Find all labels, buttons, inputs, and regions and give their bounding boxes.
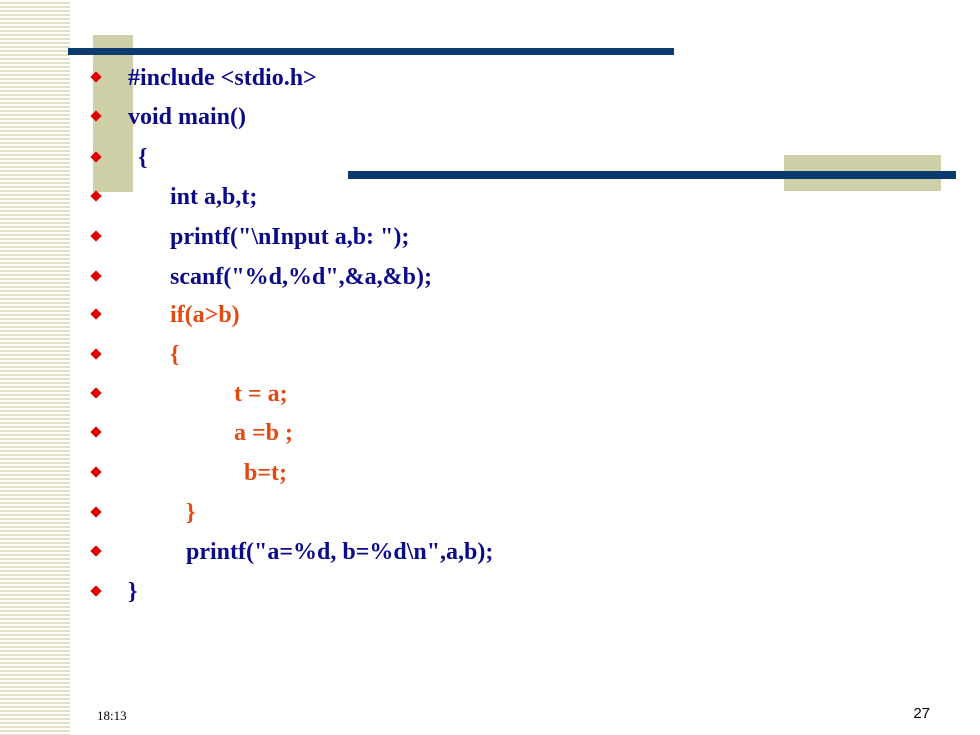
- code-line: {: [90, 141, 147, 175]
- code-line-text: printf("\nInput a,b: ");: [170, 224, 410, 250]
- code-line: void main(): [90, 100, 246, 134]
- code-line-text: {: [170, 342, 180, 368]
- diamond-bullet-icon: [90, 426, 102, 438]
- diamond-bullet-icon: [90, 270, 102, 282]
- code-line: #include <stdio.h>: [90, 61, 317, 95]
- code-line: {: [90, 338, 179, 372]
- diamond-bullet-icon: [90, 230, 102, 242]
- diamond-bullet-icon: [90, 387, 102, 399]
- code-line: }: [90, 496, 195, 530]
- diamond-bullet-icon: [90, 585, 102, 597]
- diamond-bullet-icon: [90, 506, 102, 518]
- code-line-text: }: [128, 579, 138, 605]
- code-line-text: int a,b,t;: [170, 184, 258, 210]
- code-line: a =b ;: [90, 416, 293, 450]
- code-line-text: b=t;: [244, 460, 288, 486]
- diamond-bullet-icon: [90, 308, 102, 320]
- code-line-text: void main(): [128, 104, 247, 130]
- code-line: t = a;: [90, 377, 288, 411]
- diamond-bullet-icon: [90, 466, 102, 478]
- code-line-text: if(a>b): [170, 302, 240, 328]
- code-line: if(a>b): [90, 298, 240, 332]
- blue-bar-middle: [348, 171, 956, 179]
- code-line: printf("\nInput a,b: ");: [90, 220, 409, 254]
- page-number: 27: [913, 705, 930, 722]
- code-line-text: }: [186, 500, 196, 526]
- blue-bar-top: [68, 48, 674, 55]
- code-line-text: a =b ;: [234, 420, 294, 446]
- diamond-bullet-icon: [90, 348, 102, 360]
- diamond-bullet-icon: [90, 71, 102, 83]
- code-line: }: [90, 575, 137, 609]
- code-line-text: printf("a=%d, b=%d\n",a,b);: [186, 539, 494, 565]
- code-line: scanf("%d,%d",&a,&b);: [90, 260, 432, 294]
- left-striped-band: [0, 0, 70, 735]
- diamond-bullet-icon: [90, 151, 102, 163]
- code-line: int a,b,t;: [90, 180, 257, 214]
- code-line: printf("a=%d, b=%d\n",a,b);: [90, 535, 493, 569]
- diamond-bullet-icon: [90, 190, 102, 202]
- code-line-text: #include <stdio.h>: [128, 65, 317, 91]
- code-line-text: {: [138, 145, 148, 171]
- diamond-bullet-icon: [90, 110, 102, 122]
- footer-time: 18:13: [97, 708, 127, 723]
- code-line-text: scanf("%d,%d",&a,&b);: [170, 264, 432, 290]
- code-line: b=t;: [90, 456, 287, 490]
- diamond-bullet-icon: [90, 545, 102, 557]
- code-line-text: t = a;: [234, 381, 288, 407]
